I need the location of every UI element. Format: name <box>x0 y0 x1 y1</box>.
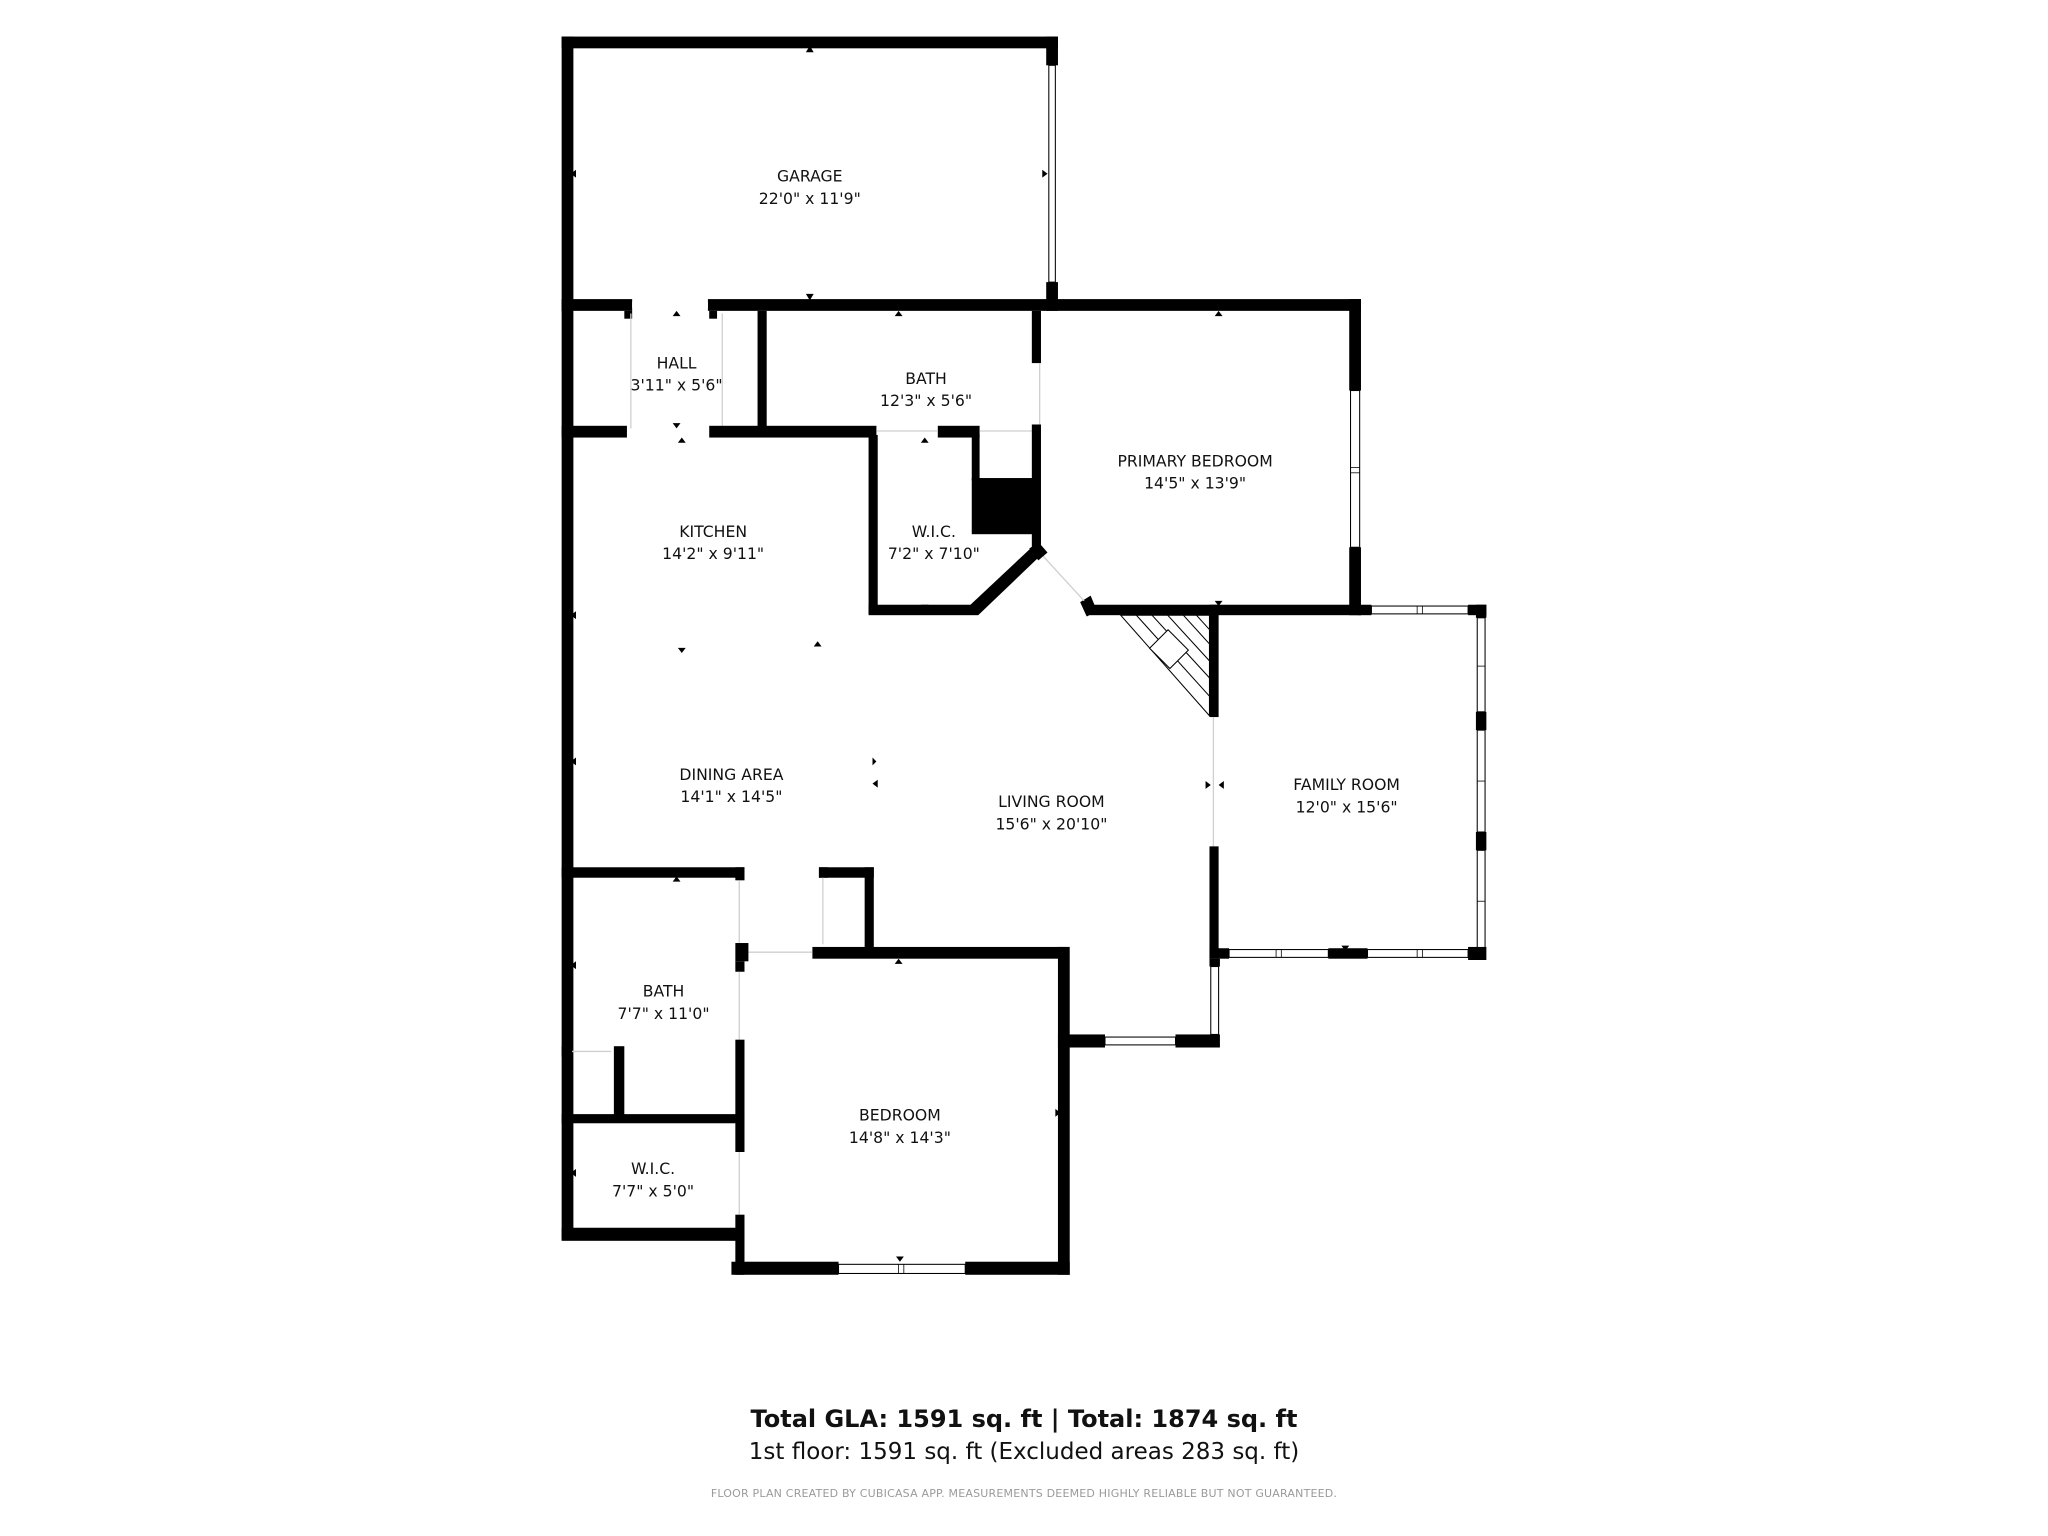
living-room-label: LIVING ROOM <box>998 792 1105 811</box>
bath-lower-dims: 7'7" x 11'0" <box>617 1004 709 1023</box>
wic-lower-label: W.I.C. <box>631 1159 675 1178</box>
living-room-walls <box>1057 958 1220 1048</box>
family-room-label: FAMILY ROOM <box>1293 775 1400 794</box>
bath-upper-label: BATH <box>905 369 947 388</box>
kitchen-label: KITCHEN <box>679 522 747 541</box>
wic-upper-walls <box>868 434 1041 616</box>
chimney-block <box>971 478 1036 535</box>
garage-label: GARAGE <box>777 167 843 186</box>
disclaimer-text: FLOOR PLAN CREATED BY CUBICASA APP. MEAS… <box>710 1487 1338 1500</box>
primary-bedroom-label: PRIMARY BEDROOM <box>1117 451 1272 470</box>
dining-area-label: DINING AREA <box>679 765 783 784</box>
family-room-walls <box>1209 604 1487 960</box>
floor-area-breakdown: 1st floor: 1591 sq. ft (Excluded areas 2… <box>748 1439 1300 1465</box>
bedroom-label: BEDROOM <box>859 1106 941 1125</box>
upper-row-walls <box>561 299 1361 1240</box>
primary-bedroom-walls <box>1029 299 1361 617</box>
bath-lower-label: BATH <box>643 982 685 1001</box>
hall-label: HALL <box>657 353 697 372</box>
hall-dims: 3'11" x 5'6" <box>631 376 723 395</box>
total-area-summary: Total GLA: 1591 sq. ft | Total: 1874 sq.… <box>750 1405 1298 1433</box>
primary-bedroom-dims: 14'5" x 13'9" <box>1144 473 1246 492</box>
garage-dims: 22'0" x 11'9" <box>759 189 861 208</box>
stairs <box>1119 614 1210 718</box>
living-room-dims: 15'6" x 20'10" <box>995 814 1107 833</box>
dining-area-dims: 14'1" x 14'5" <box>680 787 782 806</box>
bath-upper-dims: 12'3" x 5'6" <box>880 391 972 410</box>
dimension-markers <box>570 45 1350 1262</box>
wic-upper-label: W.I.C. <box>912 522 956 541</box>
family-room-dims: 12'0" x 15'6" <box>1296 797 1398 816</box>
kitchen-dims: 14'2" x 9'11" <box>662 544 764 563</box>
bedroom-dims: 14'8" x 14'3" <box>849 1128 951 1147</box>
dining-lower-walls <box>561 867 1069 962</box>
room-labels: GARAGE 22'0" x 11'9" HALL 3'11" x 5'6" B… <box>612 167 1400 1201</box>
wic-lower-dims: 7'7" x 5'0" <box>612 1181 694 1200</box>
wic-upper-dims: 7'2" x 7'10" <box>888 544 980 563</box>
garage-walls <box>561 36 1058 311</box>
bedroom-walls <box>561 946 1070 1275</box>
